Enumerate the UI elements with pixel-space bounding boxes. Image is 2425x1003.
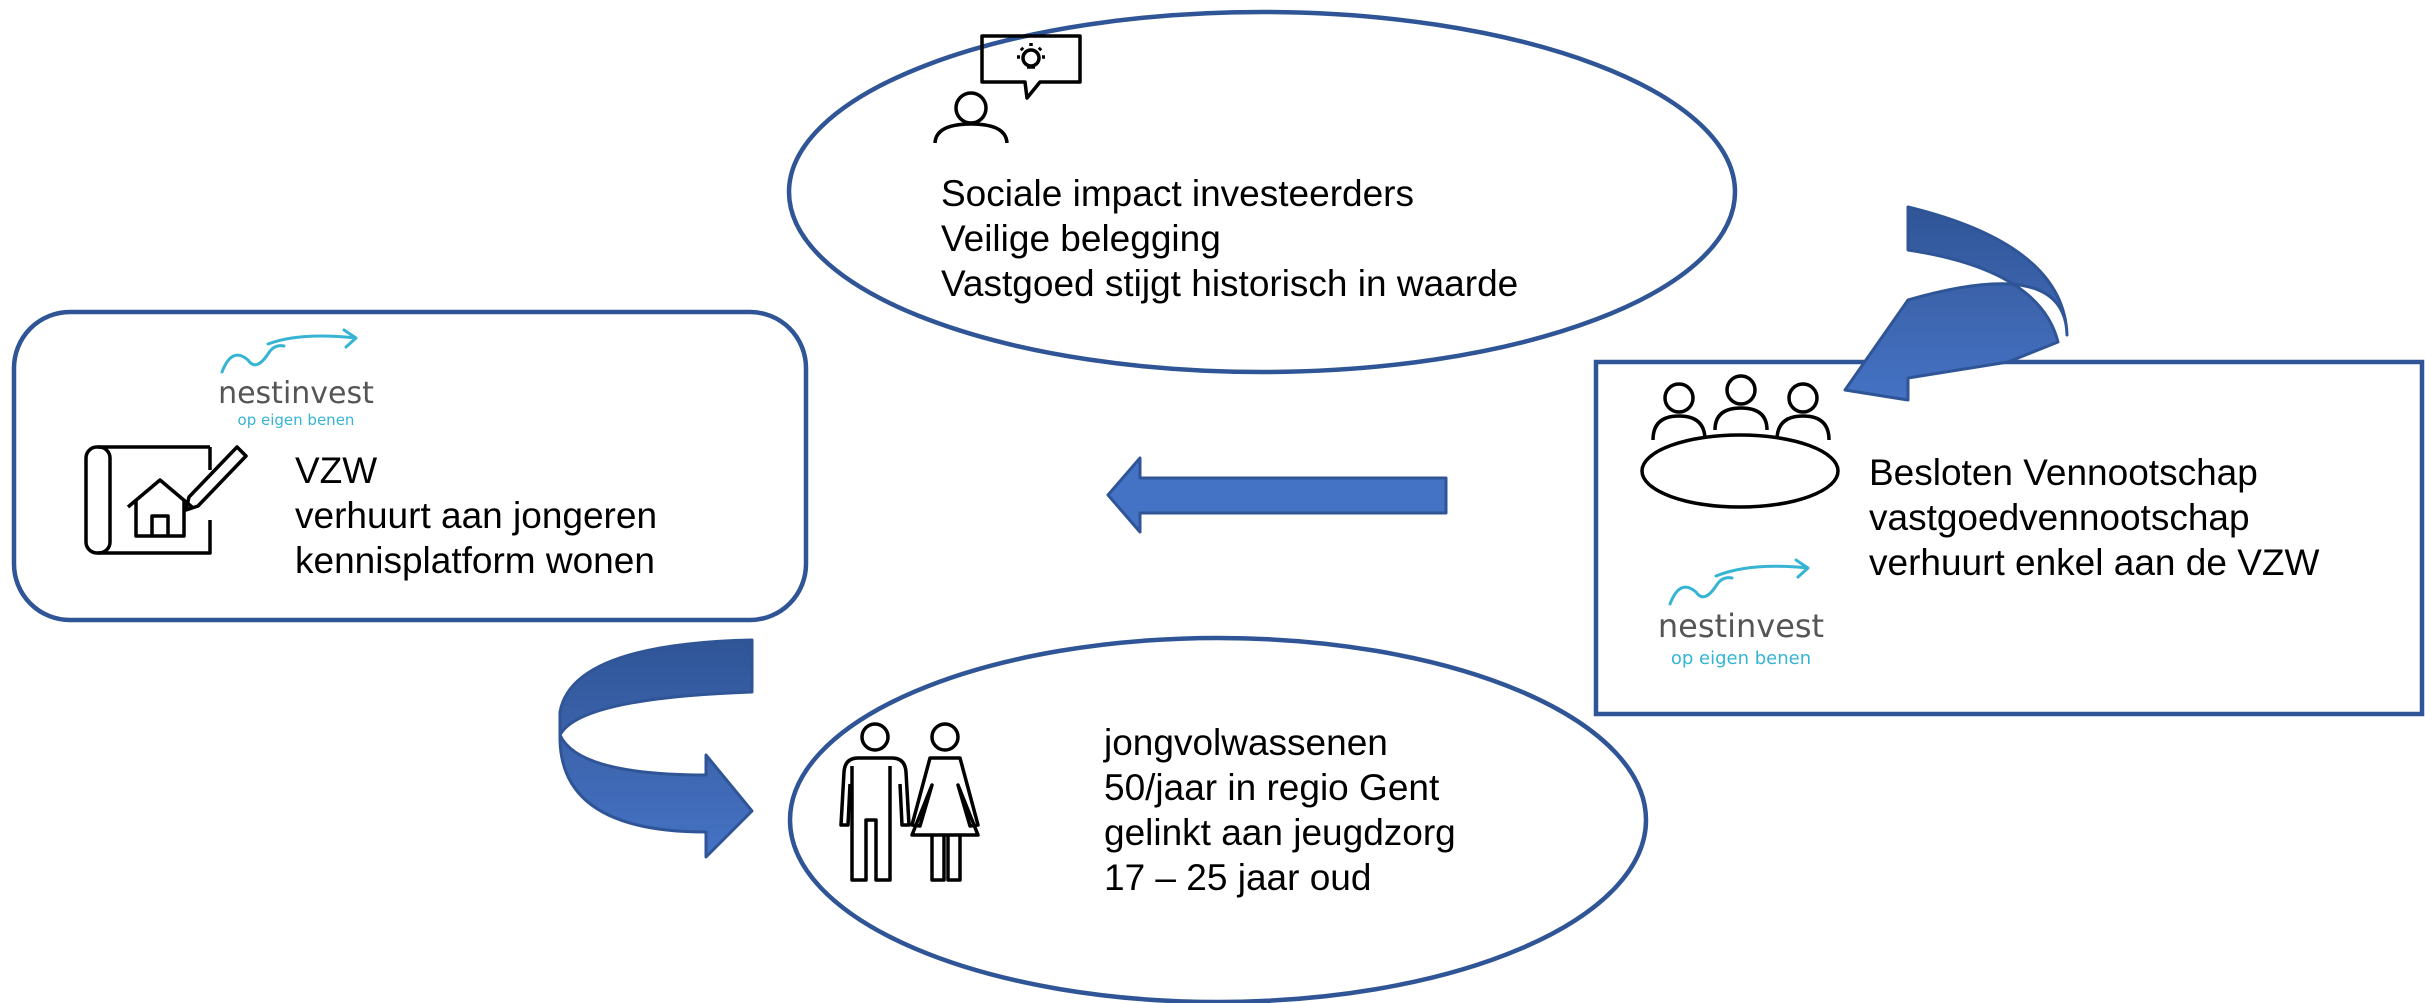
arrow-investors-to-bv: [1843, 205, 2069, 402]
youth-ellipse: [787, 635, 1649, 1003]
vzw-line: VZW: [295, 450, 378, 491]
house-blueprint-icon: [84, 445, 248, 555]
meeting-table-icon: [1640, 374, 1840, 509]
investors-ellipse: [786, 9, 1738, 375]
investors-line: Veilige belegging: [941, 218, 1221, 259]
vzw-box: [11, 309, 809, 623]
vzw-text: VZW verhuurt aan jongeren kennisplatform…: [295, 448, 657, 583]
vzw-logo-name: nestinvest: [218, 376, 374, 411]
bv-box: [1593, 359, 2425, 717]
bv-nestinvest-logo: nestinvest op eigen benen: [1658, 558, 1824, 669]
youth-line: gelinkt aan jeugdzorg: [1104, 812, 1456, 853]
investors-line: Vastgoed stijgt historisch in waarde: [941, 263, 1519, 304]
arrow-bv-to-vzw: [1106, 456, 1448, 534]
arrow-vzw-to-youth: [558, 638, 754, 859]
bv-text: Besloten Vennootschap vastgoedvennootsch…: [1869, 450, 2319, 585]
bv-line: vastgoedvennootschap: [1869, 497, 2250, 538]
couple-icon: [839, 722, 980, 882]
youth-line: 50/jaar in regio Gent: [1104, 767, 1440, 808]
bv-logo-tagline: op eigen benen: [1671, 648, 1811, 669]
vzw-line: verhuurt aan jongeren: [295, 495, 658, 536]
investors-text: Sociale impact investeerders Veilige bel…: [941, 171, 1518, 306]
youth-text: jongvolwassenen 50/jaar in regio Gent ge…: [1104, 720, 1456, 900]
bv-logo-name: nestinvest: [1658, 607, 1824, 645]
youth-line: jongvolwassenen: [1104, 722, 1388, 763]
vzw-line: kennisplatform wonen: [295, 540, 655, 581]
vzw-nestinvest-logo: nestinvest op eigen benen: [218, 328, 374, 429]
vzw-logo-tagline: op eigen benen: [238, 411, 355, 429]
bv-line: Besloten Vennootschap: [1869, 452, 2258, 493]
person-idea-icon: [933, 34, 1082, 144]
bv-line: verhuurt enkel aan de VZW: [1869, 542, 2320, 583]
youth-line: 17 – 25 jaar oud: [1104, 857, 1372, 898]
investors-line: Sociale impact investeerders: [941, 173, 1414, 214]
